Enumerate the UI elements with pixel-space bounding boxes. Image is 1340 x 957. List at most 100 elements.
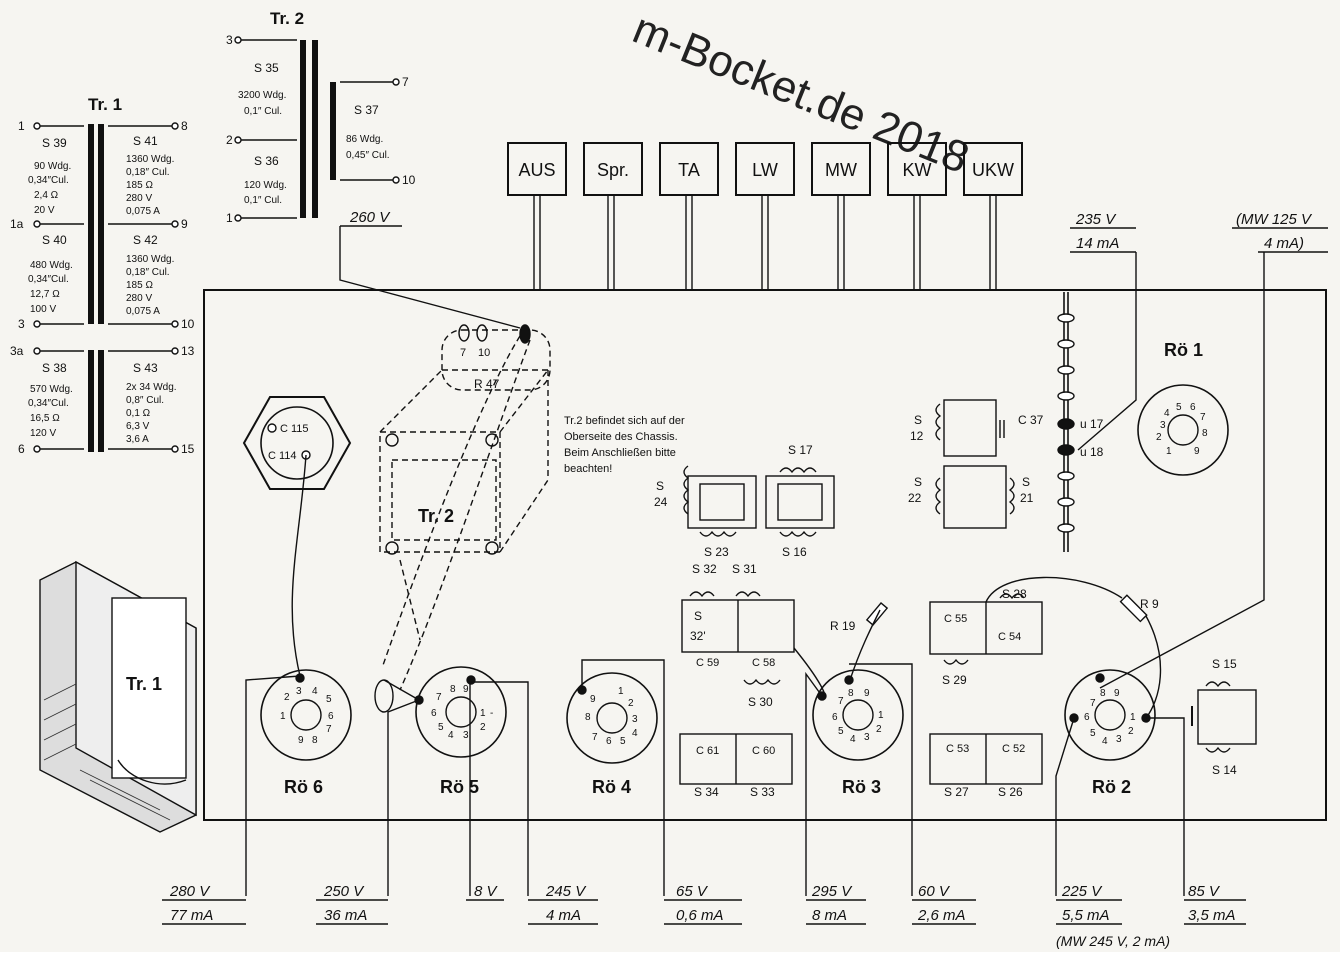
svg-text:5: 5 [1176,402,1182,413]
svg-text:1: 1 [1166,446,1172,457]
tr1-pin-10: 10 [181,317,195,331]
svg-text:8: 8 [1202,428,1208,439]
c54-label: C 54 [998,631,1021,643]
meas-ro2-anode: 225 V 5,5 mA [1056,883,1122,925]
mounting-note: Tr.2 befindet sich auf der Oberseite des… [564,415,685,475]
svg-text:8: 8 [450,684,456,695]
svg-text:2: 2 [480,722,486,733]
svg-text:6: 6 [606,736,612,747]
svg-text:6: 6 [1190,402,1196,413]
c55-label: C 55 [944,613,967,625]
svg-text:2: 2 [284,692,290,703]
note-line-4: beachten! [564,463,612,475]
s42-line: 185 Ω [126,280,153,291]
s42-line: 0,18″ Cul. [126,267,170,278]
note-line-3: Beim Anschließen bitte [564,447,676,459]
meas-voltage: 295 V [811,883,853,900]
tr1-pin-1: 1 [18,119,25,133]
s40-line: 0,34″Cul. [28,274,69,285]
s38-line: 570 Wdg. [30,384,73,395]
button-ta[interactable]: TA [659,142,719,290]
c115-label: C 115 [280,423,309,435]
meas-current: 8 mA [812,907,847,924]
s42-line: 280 V [126,293,152,304]
svg-text:3: 3 [1160,420,1166,431]
s39-line: 0,34″Cul. [28,175,69,186]
hex-rectifier-socket: C 115 C 114 [242,396,352,677]
svg-text:6: 6 [328,711,334,722]
c53-label: C 53 [946,743,969,755]
bottom-leads [245,659,1185,896]
tr2-pin-2: 2 [226,133,233,147]
s32-label: S 32 [692,562,717,576]
svg-text:7: 7 [592,732,598,743]
button-spr[interactable]: Spr. [583,142,643,290]
tube-ro3-label: Rö 3 [842,777,881,797]
s34-label: S 34 [694,785,719,799]
meas-voltage: 225 V [1061,883,1103,900]
top-measurements: 260 V 235 V 14 mA (MW 125 V 4 mA) [339,209,1328,689]
s38-label: S 38 [42,361,67,375]
coil-s31-s32: S 32 S 31 S 32' C 59 C 58 S 30 [681,562,795,709]
svg-text:3: 3 [1116,734,1122,745]
svg-text:9: 9 [463,684,469,695]
voltage-mw-125v: (MW 125 V [1236,211,1313,228]
s35-line: 0,1″ Cul. [244,106,282,117]
svg-text:5: 5 [326,694,332,705]
s16-label: S 16 [782,545,807,559]
meas-ro3-screen: 60 V 2,6 mA [912,883,976,925]
s32b-label-a: S [694,609,702,623]
s43-line: 2x 34 Wdg. [126,382,177,393]
meas-current: 36 mA [324,907,367,924]
tr2-pin-10-small: 10 [478,347,490,359]
tr1-pin-6: 6 [18,442,25,456]
button-aus[interactable]: AUS [507,142,567,290]
tr1-pin-1a: 1a [10,217,24,231]
button-ukw[interactable]: UKW [963,142,1023,290]
svg-text:7: 7 [436,692,442,703]
c58-label: C 58 [752,657,775,669]
svg-text:9: 9 [298,735,304,746]
tr1-drawing-label: Tr. 1 [126,674,162,694]
s35-line: 3200 Wdg. [238,90,286,101]
note-line-1: Tr.2 befindet sich auf der [564,415,685,427]
s40-label: S 40 [42,233,67,247]
c60-label: C 60 [752,745,775,757]
svg-text:4: 4 [632,728,638,739]
tr2-outline-dashed [379,329,551,691]
svg-text:7: 7 [1090,698,1096,709]
tr1-winding-diagram: Tr. 1 1 1a 3 3a 6 8 9 10 13 15 S 39 [10,95,195,456]
s42-line: 1360 Wdg. [126,254,174,265]
button-lw[interactable]: LW [735,142,795,290]
button-kw[interactable]: KW [887,142,947,290]
s28-label: S 28 [1002,587,1027,601]
tr1-pin-8: 8 [181,119,188,133]
c59-label: C 59 [696,657,719,669]
s21-label-b: 21 [1020,491,1034,505]
c61-label: C 61 [696,745,719,757]
s22-label-b: 22 [908,491,922,505]
s22-label-a: S [914,475,922,489]
svg-text:9: 9 [1114,688,1120,699]
tube-ro2-label: Rö 2 [1092,777,1131,797]
s40-line: 100 V [30,304,56,315]
button-ta-label: TA [678,160,700,180]
meas-voltage: 65 V [676,883,709,900]
s15-label: S 15 [1212,657,1237,671]
meas-ro3-anode: 295 V 8 mA [806,883,866,925]
meas-ro4: 65 V 0,6 mA [664,883,742,925]
button-mw[interactable]: MW [811,142,871,290]
s26-label: S 26 [998,785,1023,799]
watermark: m-Bocket.de 2018 [626,4,975,183]
svg-text:2: 2 [1128,726,1134,737]
coil-s14-s15: S 15 S 14 [1191,657,1257,777]
svg-text:8: 8 [312,735,318,746]
bottom-measurements: 280 V 77 mA 250 V 36 mA 8 V 245 V 4 mA 6… [162,883,1246,949]
r19-label: R 19 [830,619,856,633]
svg-text:1: 1 [878,710,884,721]
